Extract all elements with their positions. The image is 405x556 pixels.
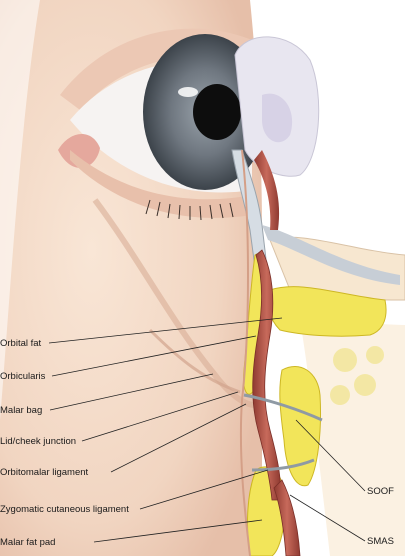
label-malar-fat-pad: Malar fat pad [0, 537, 55, 548]
leader-lines [48, 317, 366, 543]
lens [262, 93, 293, 143]
zygomatic-ligament-line [251, 458, 315, 472]
leader-zygomatic [139, 469, 269, 510]
label-smas: SMAS [367, 536, 394, 547]
pupil [193, 84, 241, 140]
face-edge-fade [0, 0, 40, 420]
lid-cheek-crease [148, 328, 241, 394]
label-zygomatic-cutaneous-ligament: Zygomatic cutaneous ligament [0, 504, 129, 515]
label-malar-bag: Malar bag [0, 405, 42, 416]
malar-bag-shadow [92, 198, 256, 408]
leader-orbital-fat [48, 317, 283, 344]
leader-soof [295, 419, 366, 492]
orbicularis-upper [254, 150, 280, 230]
maxilla-bone [300, 320, 405, 556]
label-orbitomalar-ligament: Orbitomalar ligament [0, 467, 89, 478]
leader-smas [289, 494, 366, 542]
caruncle [58, 133, 100, 168]
leader-malar-bag [49, 373, 214, 411]
orbital-fat [267, 286, 387, 337]
iris-highlight [178, 87, 198, 97]
leader-malar-fat-pad [93, 519, 263, 543]
orbicularis-muscle [252, 249, 281, 501]
section-skin-edge [239, 149, 251, 556]
leader-orbicularis [51, 335, 257, 377]
leader-orbitomalar [110, 403, 247, 473]
leader-lid-cheek [81, 391, 239, 442]
smas-muscle [273, 479, 301, 556]
soof-fat [279, 365, 321, 487]
orbital-rim-fascia [262, 225, 400, 285]
label-orbital-fat: Orbital fat [0, 338, 42, 349]
label-lid-cheek-junction: Lid/cheek junction [0, 436, 76, 447]
orbitomalar-ligament-line [243, 393, 323, 422]
label-soof: SOOF [367, 486, 394, 497]
label-orbicularis: Orbicularis [0, 371, 46, 382]
maxilla-fat-cells [330, 346, 384, 405]
lower-lashes [145, 199, 234, 221]
lower-lid [70, 150, 252, 218]
